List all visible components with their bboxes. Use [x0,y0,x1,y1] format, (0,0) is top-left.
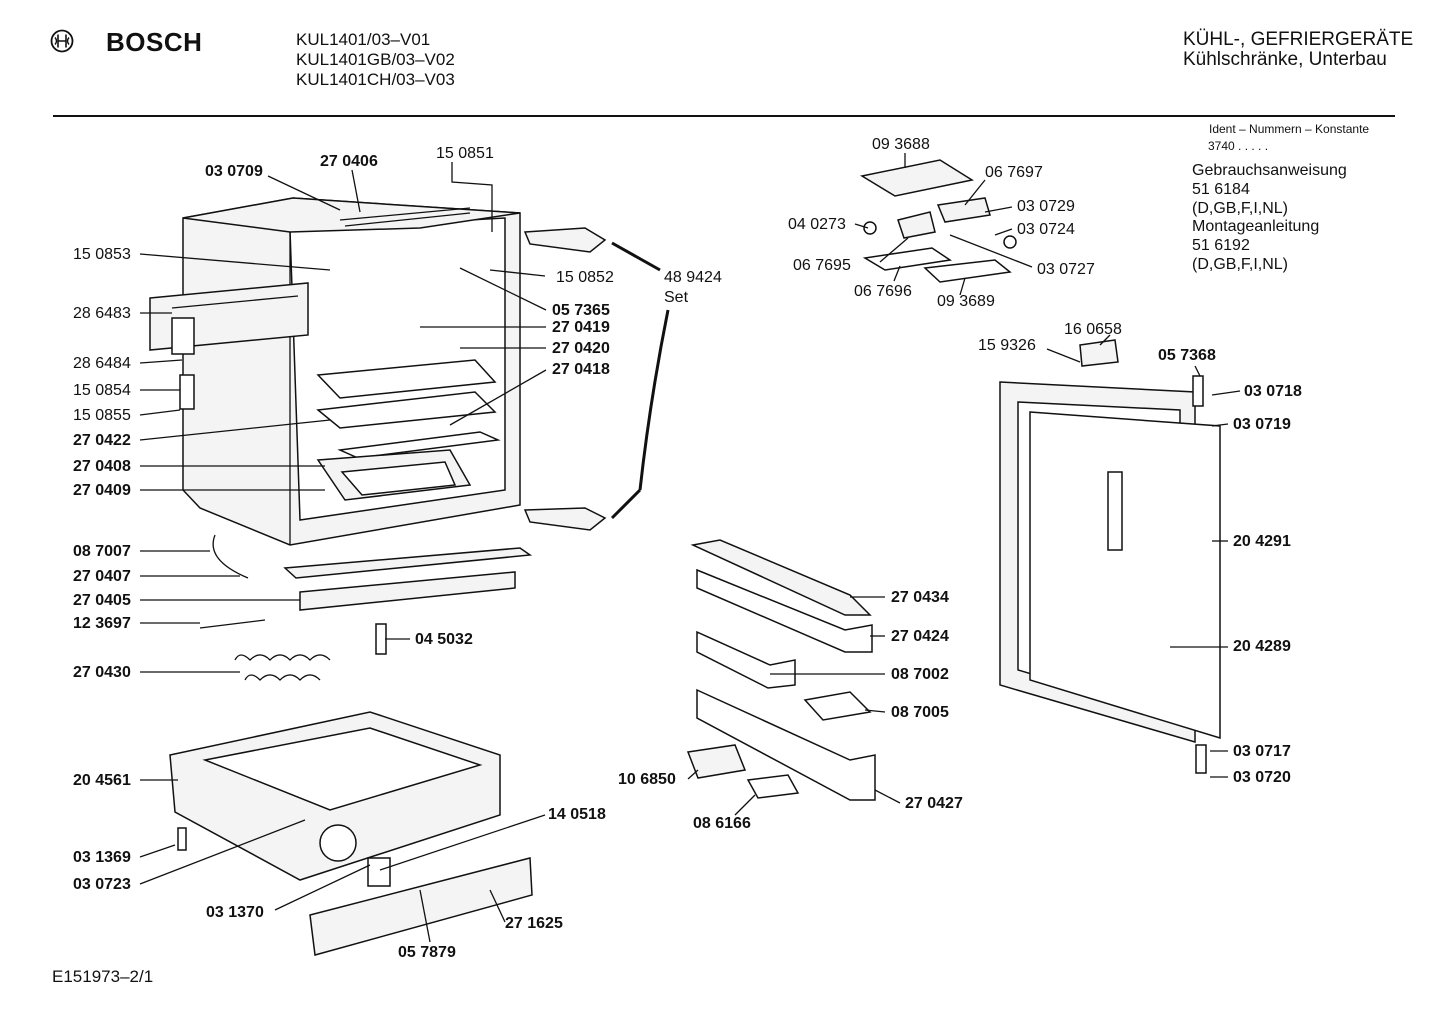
part-label: 27 0430 [73,664,131,681]
part-label: Set [664,289,689,306]
part-label: 14 0518 [548,806,606,823]
part-label: 08 7005 [891,704,949,721]
part-label: 15 9326 [978,337,1036,354]
part-label: 27 0419 [552,319,610,336]
door-drawing [999,339,1221,774]
part-label: 16 0658 [1064,321,1122,338]
part-label: 08 6166 [693,815,751,832]
ident-value: 3740 . . . . . [1208,139,1269,153]
part-label: 28 6483 [73,305,131,322]
bosch-armature-icon [50,29,74,53]
manual-number: 51 6184 [1192,181,1250,198]
part-label: 27 0409 [73,482,131,499]
part-label: 20 4561 [73,772,131,789]
part-label: 03 1370 [206,904,264,921]
part-label: 05 7365 [552,302,610,319]
part-label: 03 0717 [1233,743,1291,760]
part-label: 03 0724 [1017,221,1075,238]
model-number-2: KUL1401GB/03–V02 [296,50,455,69]
part-label: 10 6850 [618,771,676,788]
leader-lines [139,153,1241,943]
part-label: 27 0407 [73,568,131,585]
part-label: 15 0853 [73,246,131,263]
thermostat-parts-drawing [859,159,1017,283]
part-label: 20 4289 [1233,638,1291,655]
part-label: 05 7368 [1158,347,1216,364]
bosch-logo [50,29,74,58]
part-label: 27 1625 [505,915,563,932]
part-label: 06 7695 [793,257,851,274]
document-id: E151973–2/1 [52,967,154,986]
header-rule [53,115,1395,117]
brand-name: BOSCH [106,27,203,57]
install-languages: (D,GB,F,I,NL) [1192,256,1289,273]
category-subtitle: Kühlschränke, Unterbau [1183,49,1387,70]
cabinet-drawing [149,197,670,546]
part-label: 09 3688 [872,136,930,153]
manual-label: Gebrauchsanweisung [1192,162,1347,179]
part-label: 03 0718 [1244,383,1302,400]
model-number-3: KUL1401CH/03–V03 [296,70,455,89]
part-label: 27 0418 [552,361,610,378]
part-label: 20 4291 [1233,533,1291,550]
part-label: 08 7002 [891,666,949,683]
part-label: 12 3697 [73,615,131,632]
install-label: Montageanleitung [1192,218,1320,235]
part-label: 04 0273 [788,216,846,233]
part-label: 03 0727 [1037,261,1095,278]
part-label: 28 6484 [73,355,131,372]
part-label: 27 0424 [891,628,949,645]
base-drawing [169,711,533,956]
part-label: 15 0855 [73,407,131,424]
part-label: 27 0434 [891,589,949,606]
part-label: 48 9424 [664,269,722,286]
part-label: 03 0723 [73,876,131,893]
part-label: 27 0408 [73,458,131,475]
part-label: 06 7697 [985,164,1043,181]
part-label: 06 7696 [854,283,912,300]
part-label: 09 3689 [937,293,995,310]
part-label: 04 5032 [415,631,473,648]
model-number-1: KUL1401/03–V01 [296,30,431,49]
part-label: 03 0720 [1233,769,1291,786]
part-label: 05 7879 [398,944,456,961]
door-shelves-drawing [686,539,876,801]
install-number: 51 6192 [1192,237,1250,254]
part-label: 03 0719 [1233,416,1291,433]
category-title: KÜHL-, GEFRIERGERÄTE [1183,29,1414,50]
part-label: 15 0851 [436,145,494,162]
part-label: 27 0406 [320,153,378,170]
manual-languages: (D,GB,F,I,NL) [1192,200,1289,217]
ident-title: Ident – Nummern – Konstante [1209,122,1370,136]
part-label: 27 0405 [73,592,131,609]
part-label: 08 7007 [73,543,131,560]
part-label: 03 1369 [73,849,131,866]
part-label: 27 0422 [73,432,131,449]
part-label: 27 0420 [552,340,610,357]
part-label: 15 0854 [73,382,131,399]
part-label: 03 0709 [205,163,263,180]
part-label: 27 0427 [905,795,963,812]
part-label: 15 0852 [556,269,614,286]
part-label: 03 0729 [1017,198,1075,215]
bottom-parts-drawing [199,534,533,681]
